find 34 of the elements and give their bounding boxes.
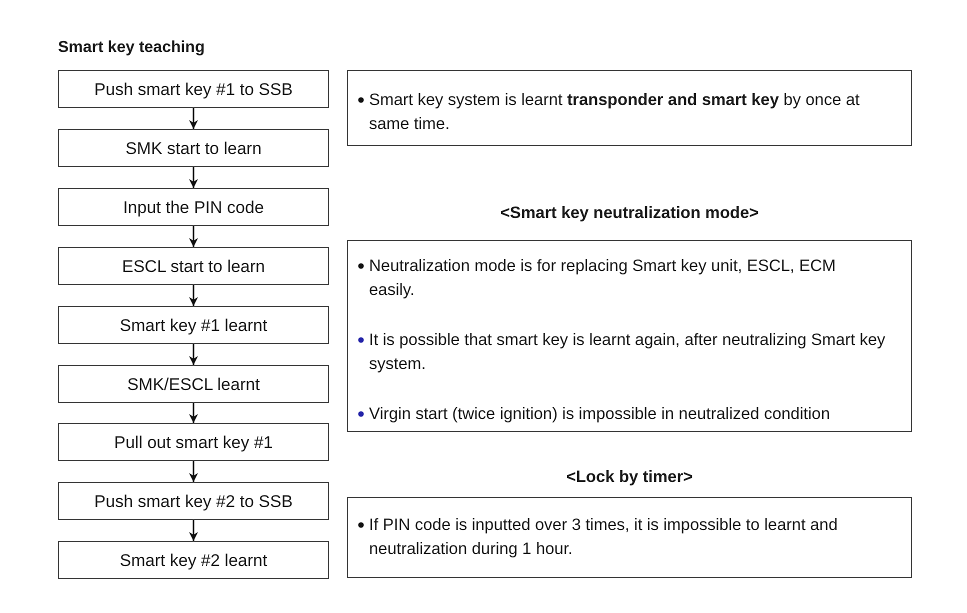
note-text: Smart key system is learnt transponder and smart key by once at same time. [369,90,861,135]
note-text: Neutralization mode is for replacing Smart key unit, ESCL, ECM easily. [369,256,837,301]
diagram-title: Smart key teaching [58,38,205,58]
note-text: It is possible that smart key is learnt again, after neutralizing Smart key system. [369,330,886,375]
arrow [189,344,198,365]
arrow [189,108,198,129]
step-label: SMK/ESCL learnt [127,374,260,394]
arrow [189,403,198,423]
section-heading: <Lock by timer> [566,467,693,488]
note-text: Virgin start (twice ignition) is impossible in neutralized condition [369,404,831,425]
step-label: Smart key #2 learnt [120,550,268,570]
note-text: If PIN code is inputted over 3 times, it is impossible to learnt and neutralization during 1 hour. [369,515,839,560]
step-label: Input the PIN code [123,196,264,218]
arrow [189,226,198,247]
step-label: ESCL start to learn [122,256,265,276]
arrow [189,520,198,541]
process-box [58,247,329,285]
process-box [58,541,329,579]
section-heading: <Smart key neutralization mode> [500,203,759,224]
process-box [58,423,329,461]
process-box [58,482,329,520]
process-box [58,129,329,167]
step-label: Pull out smart key #1 [114,432,273,452]
process-box [58,306,329,344]
process-box [58,188,329,226]
process-box [58,70,329,108]
step-label: Push smart key #2 to SSB [94,490,293,512]
process-box [58,365,329,403]
arrow [189,285,198,306]
step-label: Push smart key #1 to SSB [94,78,293,100]
step-label: SMK start to learn [125,138,262,158]
arrow [189,461,198,482]
arrow [189,167,198,188]
step-label: Smart key #1 learnt [120,314,268,336]
